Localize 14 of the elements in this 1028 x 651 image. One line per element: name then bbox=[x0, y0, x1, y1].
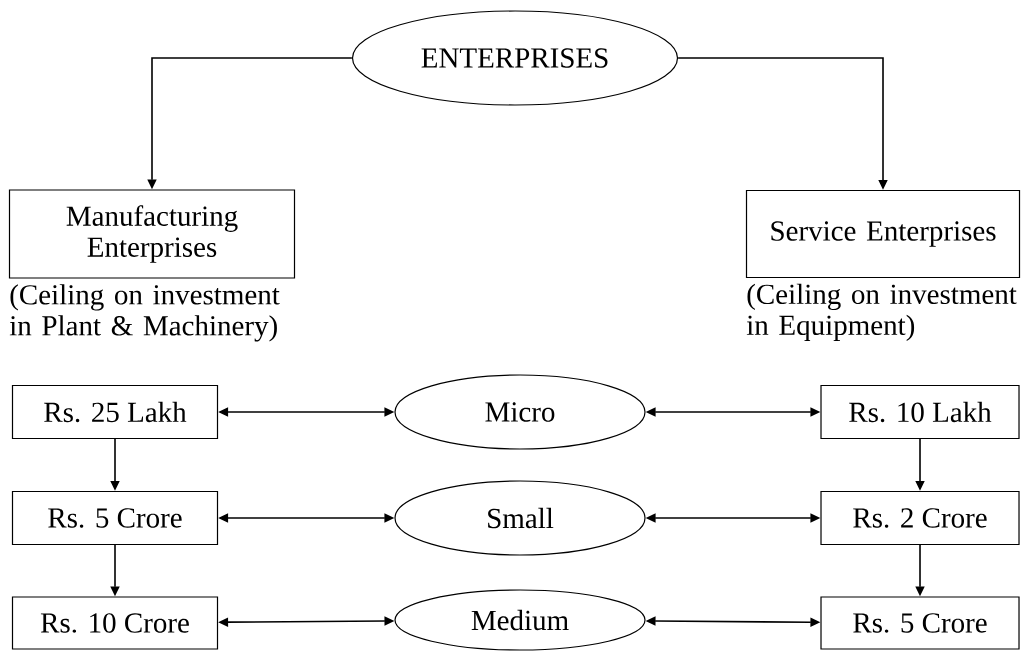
oval-node: Medium bbox=[394, 589, 646, 651]
oval-node: ENTERPRISES bbox=[351, 10, 679, 106]
text-box: Rs. 10 Lakh bbox=[820, 384, 1020, 440]
oval-node: Micro bbox=[394, 374, 646, 450]
text-box: Service Enterprises bbox=[745, 189, 1021, 279]
text-box: Manufacturing Enterprises bbox=[8, 189, 296, 279]
text-box: Rs. 10 Crore bbox=[11, 596, 219, 650]
text-box: Rs. 5 Crore bbox=[820, 596, 1020, 650]
note-text: (Ceiling on investment in Plant & Machinery) bbox=[9, 284, 280, 342]
note-text: (Ceiling on investment in Equipment) bbox=[746, 283, 1017, 341]
oval-node: Small bbox=[394, 480, 646, 556]
text-box: Rs. 5 Crore bbox=[11, 490, 219, 546]
text-box: Rs. 2 Crore bbox=[820, 490, 1020, 546]
text-box: Rs. 25 Lakh bbox=[11, 384, 219, 440]
